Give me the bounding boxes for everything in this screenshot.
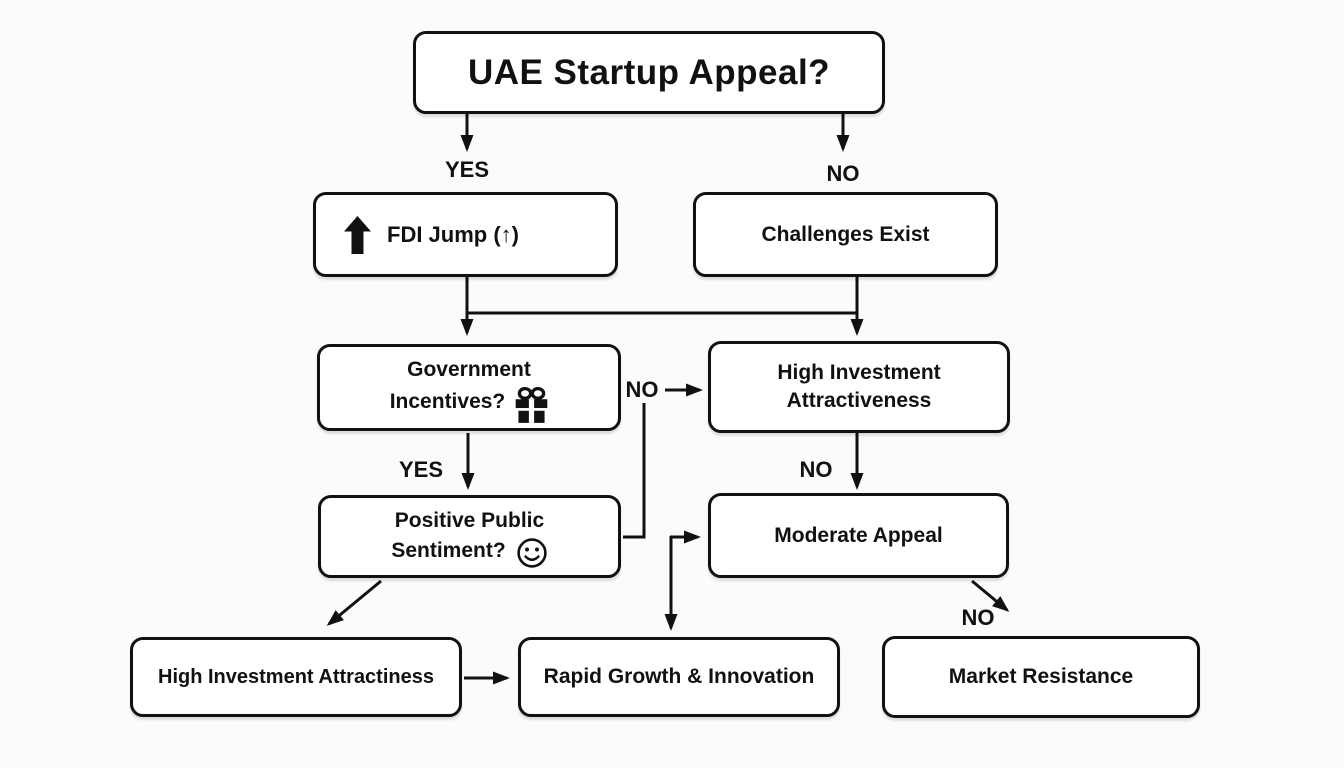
node-high-investment-attractiness: High Investment Attractiness (130, 637, 462, 717)
edge-label-no-root: NO (826, 161, 860, 186)
node-challenges-exist: Challenges Exist (693, 192, 998, 277)
up-arrow-icon (344, 215, 371, 254)
node-label: Market Resistance (948, 665, 1134, 688)
edge-label-no-hia: NO (799, 457, 833, 482)
node-label: Challenges Exist (761, 222, 930, 246)
node-moderate-appeal: Moderate Appeal (708, 493, 1009, 578)
smiley-icon (516, 537, 547, 568)
node-label-line1: High Investment (777, 361, 941, 384)
node-high-investment-attractiveness: High Investment Attractiveness (708, 341, 1010, 433)
node-positive-public-sentiment: Positive Public Sentiment? (318, 495, 621, 578)
node-label-line1: Government (407, 357, 531, 381)
edge-label-no-moderate: NO (961, 605, 995, 630)
node-label: Rapid Growth & Innovation (543, 665, 815, 688)
node-label: Moderate Appeal (774, 523, 943, 547)
node-label: UAE Startup Appeal? (467, 52, 831, 92)
node-label-line2: Incentives? (389, 389, 506, 413)
edge-label-no-gov: NO (625, 377, 659, 402)
node-label-line1: Positive Public (394, 508, 545, 532)
node-government-incentives: Government Incentives? (317, 344, 621, 431)
edge-label-yes-gov: YES (398, 457, 444, 482)
edge-label-yes-root: YES (444, 157, 490, 182)
node-market-resistance: Market Resistance (882, 636, 1200, 718)
node-label: FDI Jump (↑) (387, 221, 519, 247)
edge-no-elbow-left (623, 403, 646, 539)
node-fdi-jump: FDI Jump (↑) (313, 192, 618, 277)
node-label-line2: Sentiment? (391, 538, 506, 562)
node-label: High Investment Attractiness (158, 665, 434, 688)
node-uae-startup-appeal: UAE Startup Appeal? (413, 31, 885, 114)
gift-icon (515, 386, 548, 423)
edge-pps-diagonal (326, 579, 382, 626)
edge-moderate-diagonal (971, 579, 1010, 612)
node-rapid-growth-innovation: Rapid Growth & Innovation (518, 637, 840, 717)
node-label-line2: Attractiveness (786, 389, 932, 412)
